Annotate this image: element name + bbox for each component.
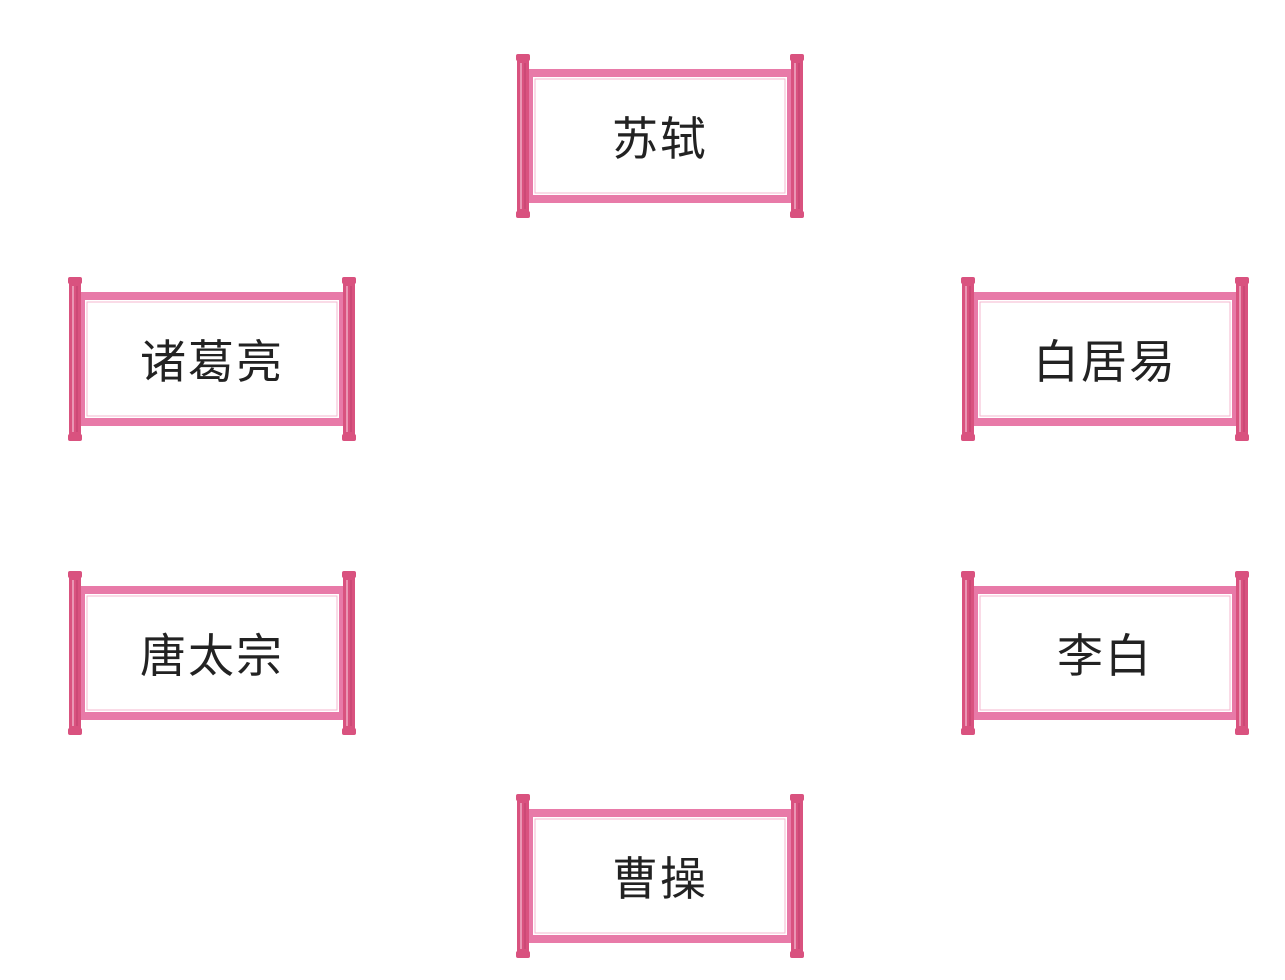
scroll-frame-icon: [68, 277, 356, 441]
scroll-su-shi: 苏轼: [514, 53, 806, 219]
scroll-frame-icon: [516, 794, 804, 958]
scroll-frame-icon: [961, 571, 1249, 735]
scroll-label: 苏轼: [612, 112, 708, 166]
scroll-cao-cao: 曹操: [514, 793, 806, 959]
scroll-label: 白居易: [1033, 335, 1177, 389]
scroll-zhuge-liang: 诸葛亮: [66, 276, 358, 442]
scroll-label: 诸葛亮: [140, 335, 284, 389]
scroll-tang-taizong: 唐太宗: [66, 570, 358, 736]
scroll-label: 曹操: [612, 852, 708, 906]
scroll-bai-juyi: 白居易: [959, 276, 1251, 442]
scroll-label: 李白: [1057, 629, 1153, 683]
scroll-li-bai: 李白: [959, 570, 1251, 736]
scroll-frame-icon: [68, 571, 356, 735]
scroll-label: 唐太宗: [140, 629, 284, 683]
scroll-frame-icon: [516, 54, 804, 218]
scroll-frame-icon: [961, 277, 1249, 441]
